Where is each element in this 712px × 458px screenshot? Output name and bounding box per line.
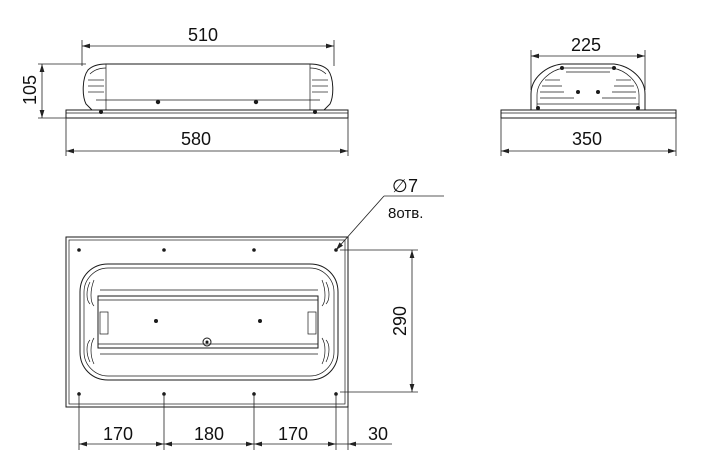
front-fins xyxy=(88,79,328,93)
plan-holes xyxy=(77,248,338,396)
dim-510-label: 510 xyxy=(188,25,218,45)
dim-580-label: 580 xyxy=(181,129,211,149)
dim-span-1-label: 170 xyxy=(103,424,133,444)
dim-side-width-base: 350 xyxy=(500,118,677,156)
front-view xyxy=(65,63,349,119)
dim-290-label: 290 xyxy=(390,306,410,336)
dim-front-length-base: 580 xyxy=(65,118,349,156)
hole-count-label: 8отв. xyxy=(388,205,423,222)
side-fins xyxy=(540,71,636,99)
dim-225-label: 225 xyxy=(571,35,601,55)
dim-side-width-top: 225 xyxy=(530,35,646,90)
side-housing xyxy=(530,63,646,111)
dim-front-height: 105 xyxy=(20,63,86,119)
dim-plan-height: 290 xyxy=(340,249,418,393)
plan-endcaps xyxy=(86,279,330,365)
dim-plan-chain: 170 180 170 30 xyxy=(78,392,392,450)
dim-105-label: 105 xyxy=(20,75,40,105)
front-screw-left xyxy=(155,99,161,105)
dim-front-length-top: 510 xyxy=(81,25,335,66)
dim-350-label: 350 xyxy=(572,129,602,149)
plan-module xyxy=(97,295,319,349)
dim-span-3-label: 170 xyxy=(278,424,308,444)
front-base-plate xyxy=(65,109,349,119)
hole-callout: ∅ 7 8отв. xyxy=(335,176,444,251)
plan-view xyxy=(65,236,349,408)
dim-span-4-label: 30 xyxy=(368,424,388,444)
hole-diameter-label: 7 xyxy=(408,176,418,196)
front-housing xyxy=(82,63,334,111)
hole-diameter-symbol: ∅ xyxy=(392,176,408,196)
front-screw-right xyxy=(253,99,259,105)
plan-base-plate xyxy=(65,236,349,408)
dim-span-2-label: 180 xyxy=(194,424,224,444)
side-base-plate xyxy=(500,109,677,119)
plan-housing xyxy=(79,263,339,381)
side-view xyxy=(500,63,677,119)
